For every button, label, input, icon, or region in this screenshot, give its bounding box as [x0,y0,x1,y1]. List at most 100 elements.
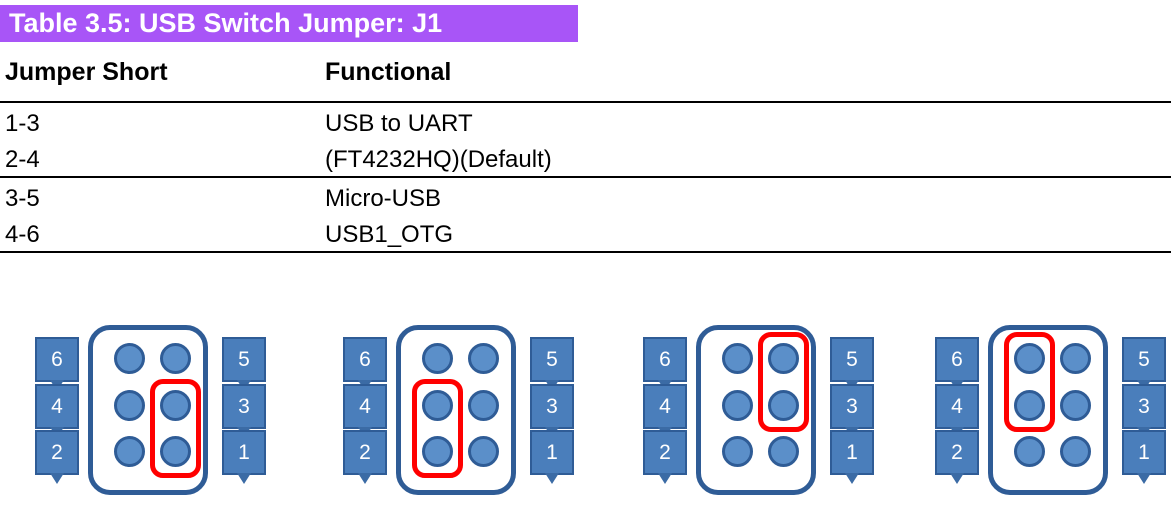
pin-label-5: 5 [830,337,874,391]
pin-label-2: 2 [935,430,979,484]
pin-label-text: 4 [359,395,371,418]
pin-3 [768,390,799,421]
pin-4 [1014,390,1045,421]
callout-tail-icon [845,473,859,484]
row-1-functional-line-1: USB to UART [325,110,473,137]
callout-tail-icon [545,473,559,484]
table-rule-top [0,101,1171,103]
pin-label-text: 2 [659,441,671,464]
pin-1 [1060,436,1091,467]
jumper-diagram-2-4: 6 4 2 5 3 1 [318,300,583,508]
pin-label-text: 3 [846,395,858,418]
pin-label-text: 2 [359,441,371,464]
pin-label-2: 2 [643,430,687,484]
pin-label-text: 5 [1138,348,1150,371]
pin-4 [422,390,453,421]
pin-3 [468,390,499,421]
row-2-jumper-short-cell: 3-5 4-6 [0,181,325,253]
pin-label-text: 2 [951,441,963,464]
pin-6 [1014,343,1045,374]
pin-6 [722,343,753,374]
pin-label-text: 3 [238,395,250,418]
jumper-diagram-3-5: 6 4 2 5 3 1 [618,300,883,508]
pin-5 [768,343,799,374]
pin-label-text: 6 [951,348,963,371]
pin-2 [422,436,453,467]
pin-label-1: 1 [530,430,574,484]
pin-label-6: 6 [343,337,387,391]
pin-label-1: 1 [1122,430,1166,484]
jumper-highlight-6-4 [1004,332,1055,432]
pin-4 [114,390,145,421]
row-2-functional-line-1: Micro-USB [325,185,442,212]
pin-2 [1014,436,1045,467]
pin-label-1: 1 [830,430,874,484]
table-caption-text: Table 3.5: USB Switch Jumper: J1 [9,8,443,38]
pin-label-6: 6 [35,337,79,391]
jumper-diagram-group: 6 4 2 5 3 1 6 4 2 5 3 1 6 4 2 5 3 1 6 4 2 5 3 1 [0,300,1171,508]
pin-label-text: 1 [1138,441,1150,464]
jumper-diagram-1-3: 6 4 2 5 3 1 [10,300,275,508]
row-1-jumper-short-line-1: 1-3 [5,110,40,137]
pin-label-text: 5 [546,348,558,371]
jumper-settings-table: Jumper Short Functional 1-3 2-4 USB to U… [0,50,1171,253]
pin-4 [722,390,753,421]
pin-label-text: 1 [546,441,558,464]
column-header-jumper-short: Jumper Short [5,58,168,86]
pin-label-3: 3 [530,384,574,438]
row-1-jumper-short-cell: 1-3 2-4 [0,106,325,178]
pin-label-1: 1 [222,430,266,484]
pin-label-5: 5 [530,337,574,391]
pin-label-4: 4 [35,384,79,438]
callout-tail-icon [950,473,964,484]
pin-label-4: 4 [643,384,687,438]
callout-tail-icon [1137,473,1151,484]
pin-1 [768,436,799,467]
pin-3 [160,390,191,421]
table-caption-bar: Table 3.5: USB Switch Jumper: J1 [0,5,578,42]
pin-label-text: 5 [846,348,858,371]
pin-6 [114,343,145,374]
pin-label-5: 5 [1122,337,1166,391]
pin-label-text: 3 [1138,395,1150,418]
row-1-functional-line-2: (FT4232HQ)(Default) [325,146,552,173]
pin-label-text: 6 [359,348,371,371]
table-header-row: Jumper Short Functional [0,50,1171,101]
column-header-jumper-short-cell: Jumper Short [0,50,325,94]
column-header-functional: Functional [325,58,452,86]
pin-label-4: 4 [343,384,387,438]
jumper-diagram-4-6: 6 4 2 5 3 1 [910,300,1171,508]
pin-label-6: 6 [643,337,687,391]
pin-label-text: 5 [238,348,250,371]
row-2-functional-line-2: USB1_OTG [325,221,454,248]
row-2-functional-cell: Micro-USB USB1_OTG [325,181,1171,253]
row-2-jumper-short-line-1: 3-5 [5,185,40,212]
pin-label-3: 3 [222,384,266,438]
pin-6 [422,343,453,374]
pin-5 [468,343,499,374]
pin-3 [1060,390,1091,421]
pin-label-text: 3 [546,395,558,418]
pin-2 [114,436,145,467]
table-row: 1-3 2-4 USB to UART (FT4232HQ)(Default) [0,103,1171,176]
pin-5 [160,343,191,374]
pin-label-text: 6 [51,348,63,371]
table-rule-middle [0,176,1171,178]
column-header-functional-cell: Functional [325,50,1171,94]
row-1-jumper-short-line-2: 2-4 [5,146,40,173]
pin-label-text: 4 [51,395,63,418]
pin-label-text: 4 [951,395,963,418]
pin-label-4: 4 [935,384,979,438]
pin-label-text: 4 [659,395,671,418]
pin-label-text: 1 [846,441,858,464]
pin-2 [722,436,753,467]
pin-label-6: 6 [935,337,979,391]
jumper-highlight-4-2 [412,379,463,478]
pin-label-text: 1 [238,441,250,464]
table-rule-bottom [0,251,1171,253]
callout-tail-icon [358,473,372,484]
jumper-highlight-3-1 [150,379,201,478]
pin-label-text: 2 [51,441,63,464]
pin-1 [468,436,499,467]
pin-label-3: 3 [830,384,874,438]
